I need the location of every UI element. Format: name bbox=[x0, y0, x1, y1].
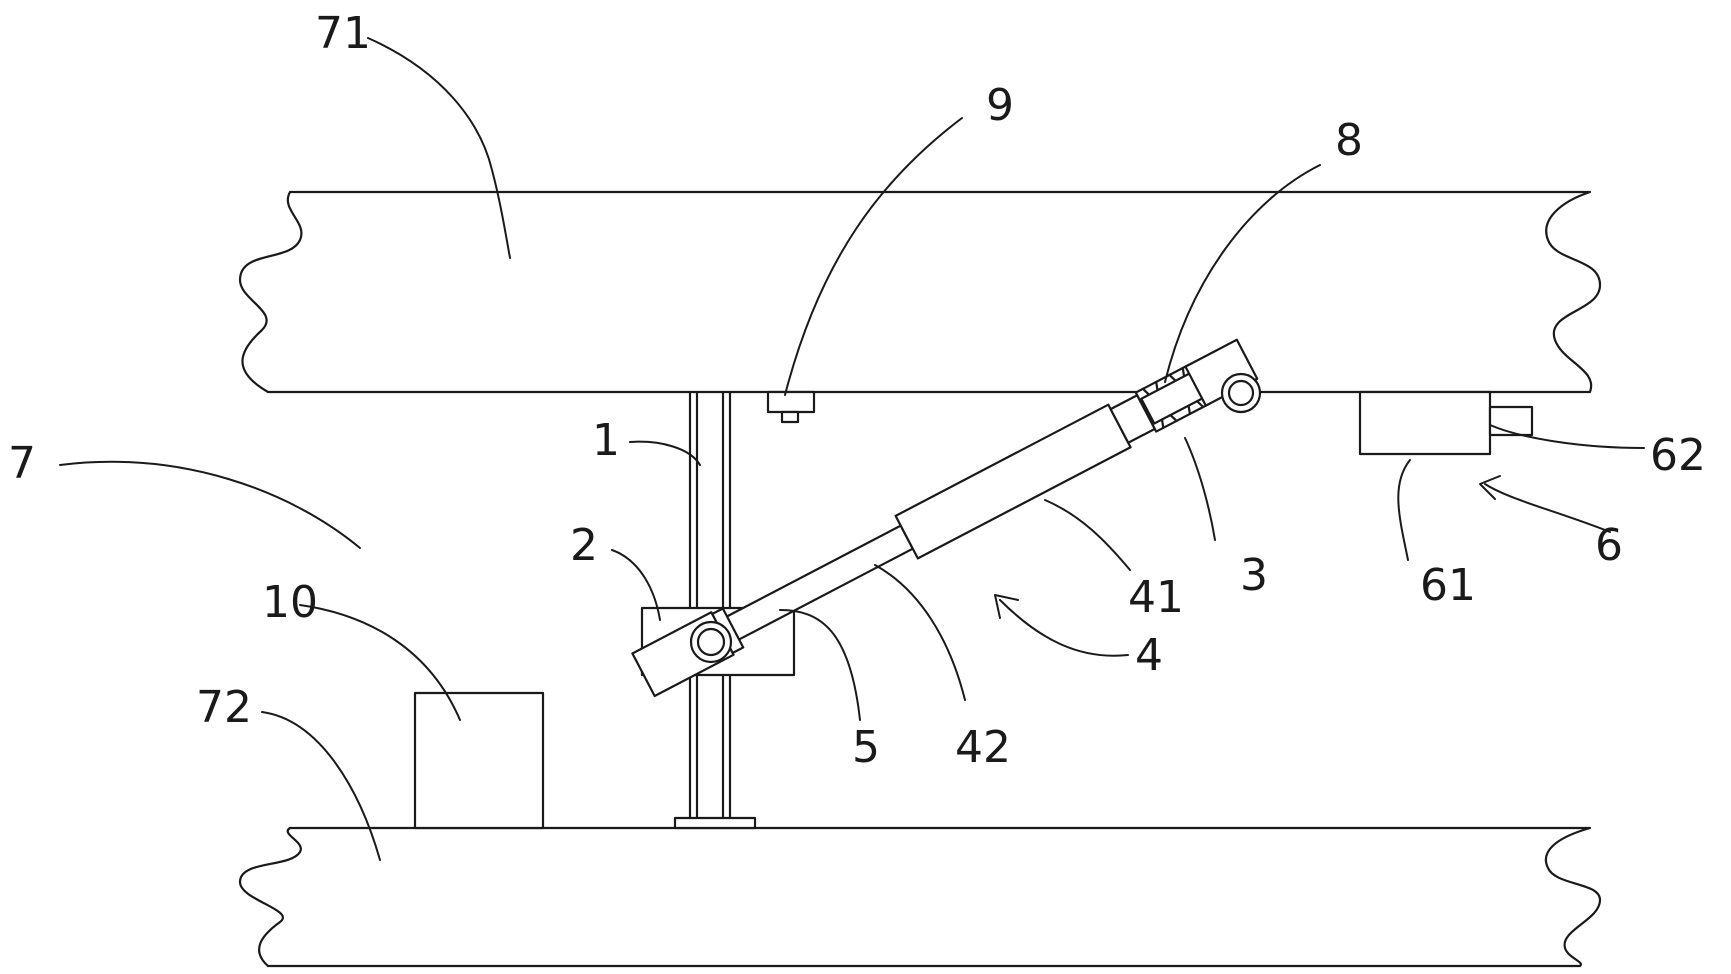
label-1: 1 bbox=[592, 415, 620, 466]
actuator-4 bbox=[631, 338, 1259, 698]
label-8: 8 bbox=[1335, 115, 1363, 166]
label-62: 62 bbox=[1650, 430, 1706, 481]
sensor-block-9 bbox=[766, 390, 816, 424]
label-41: 41 bbox=[1128, 572, 1184, 623]
box-10 bbox=[413, 691, 545, 830]
label-61: 61 bbox=[1420, 560, 1476, 611]
lower-plate bbox=[238, 826, 1602, 968]
label-6: 6 bbox=[1595, 520, 1623, 571]
label-2: 2 bbox=[570, 520, 598, 571]
label-7: 7 bbox=[8, 438, 36, 489]
leader-lines bbox=[59, 37, 1645, 861]
guide-rail bbox=[673, 390, 757, 830]
device-6 bbox=[1358, 390, 1534, 456]
cylinder-41 bbox=[894, 403, 1132, 560]
top-pivot bbox=[1220, 372, 1262, 414]
label-5: 5 bbox=[852, 722, 880, 773]
label-72: 72 bbox=[196, 682, 252, 733]
label-42: 42 bbox=[955, 722, 1011, 773]
upper-plate bbox=[238, 190, 1602, 394]
label-4: 4 bbox=[1135, 630, 1163, 681]
label-71: 71 bbox=[315, 8, 371, 59]
bottom-pivot bbox=[689, 620, 733, 664]
label-3: 3 bbox=[1240, 550, 1268, 601]
label-9: 9 bbox=[986, 80, 1014, 131]
label-10: 10 bbox=[262, 577, 318, 628]
rod-42 bbox=[722, 524, 914, 643]
